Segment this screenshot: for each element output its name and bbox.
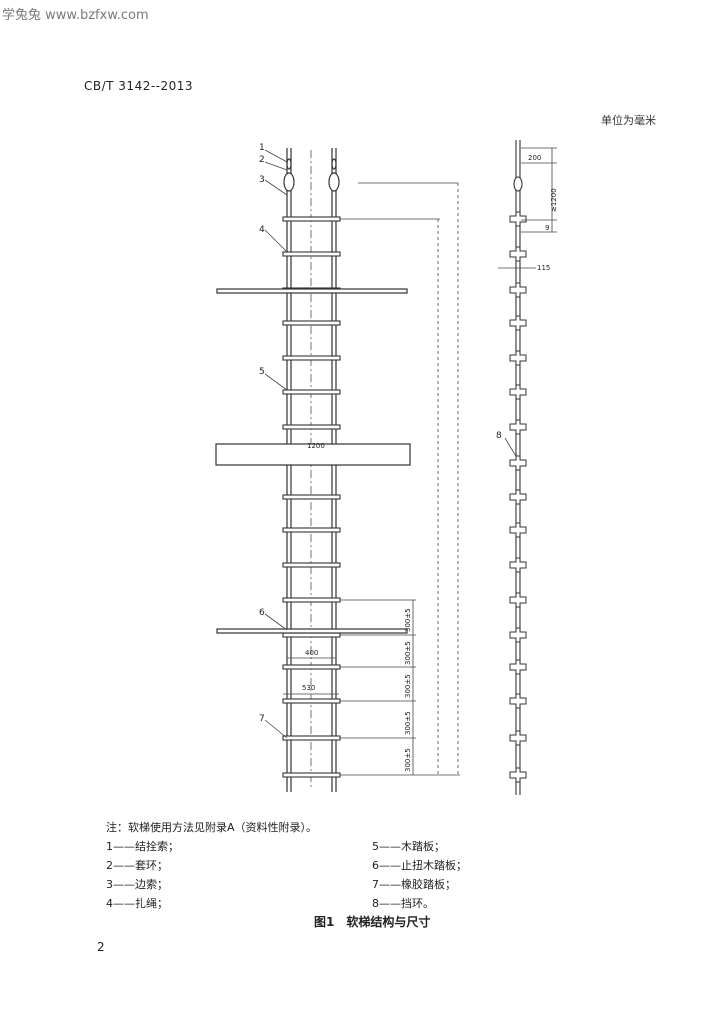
- step-5: [282, 355, 341, 361]
- step-4: [282, 320, 341, 326]
- legend-item-3: 3——边索；: [106, 878, 168, 891]
- legend-item-8: 8——挡环。: [372, 897, 434, 910]
- side-step-10: [509, 522, 527, 538]
- step-14: [282, 664, 341, 670]
- side-ropes: [286, 148, 337, 792]
- callout-3: 3: [259, 175, 265, 185]
- step-15: [282, 698, 341, 704]
- side-step-7: [509, 419, 527, 435]
- dimension-labels: 1200 400 530 300±5 300±5 300±5 300±5 300…: [302, 442, 412, 772]
- legend-item-2: 2——套环；: [106, 859, 168, 872]
- figure-note: 注：软梯使用方法见附录A（资料性附录）。: [106, 821, 318, 834]
- side-dim-top: 200: [528, 154, 541, 162]
- step-6: [282, 389, 341, 395]
- callout-7: 7: [259, 714, 265, 724]
- step-9: [282, 494, 341, 500]
- dim-pitch-1: 300±5: [404, 608, 412, 632]
- side-step-8: [509, 455, 527, 471]
- figure-caption: 图1 软梯结构与尺寸: [314, 915, 431, 929]
- dim-pitch-5: 300±5: [404, 748, 412, 772]
- legend-item-6: 6——止扭木踏板；: [372, 859, 467, 872]
- step-11: [282, 562, 341, 568]
- step-2: [282, 251, 341, 257]
- callout-numbers: 1 2 3 4 5 6 7 8: [259, 143, 502, 724]
- callout-2: 2: [259, 155, 265, 165]
- dim-pitch-2: 300±5: [404, 641, 412, 665]
- side-step-4: [509, 315, 527, 331]
- side-step-17: [509, 767, 527, 783]
- side-step-9: [509, 489, 527, 505]
- side-step-16: [509, 730, 527, 746]
- side-step-11: [509, 557, 527, 573]
- legend-item-5: 5——木踏板；: [372, 840, 445, 853]
- dim-board-width: 530: [302, 684, 315, 692]
- callout-leaders: [264, 149, 518, 739]
- side-view-steps: [509, 211, 527, 783]
- side-view-dimensions: [498, 147, 557, 269]
- callout-5: 5: [259, 367, 265, 377]
- side-step-5: [509, 350, 527, 366]
- legend-item-4: 4——扎绳；: [106, 897, 168, 910]
- callout-6: 6: [259, 608, 265, 618]
- legend-item-7: 7——橡胶踏板；: [372, 878, 456, 891]
- side-step-14: [509, 659, 527, 675]
- side-step-15: [509, 693, 527, 709]
- step-17: [282, 772, 341, 778]
- unit-note: 单位为毫米: [601, 114, 656, 127]
- side-step-12: [509, 592, 527, 608]
- side-step-1: [509, 211, 527, 227]
- step-7: [282, 424, 341, 430]
- dim-inner-width: 400: [305, 649, 318, 657]
- legend-item-1: 1——结拴索；: [106, 840, 179, 853]
- page-number: 2: [97, 940, 105, 954]
- shackle-rings: [283, 158, 340, 192]
- spreader-boards: [215, 288, 411, 634]
- side-view-labels: 200 ≥1200 9 115: [528, 154, 558, 272]
- step-10: [282, 527, 341, 533]
- side-step-13: [509, 627, 527, 643]
- step-1: [282, 216, 341, 222]
- side-step-3: [509, 282, 527, 298]
- dim-pitch-4: 300±5: [404, 711, 412, 735]
- side-step-2: [509, 246, 527, 262]
- dim-board-length: 1200: [307, 442, 325, 450]
- step-12: [282, 597, 341, 603]
- callout-8: 8: [496, 431, 502, 441]
- side-dim-step: 115: [537, 264, 550, 272]
- standard-code: CB/T 3142--2013: [84, 79, 194, 93]
- side-step-6: [509, 384, 527, 400]
- dim-pitch-3: 300±5: [404, 674, 412, 698]
- side-dim-third: 9: [545, 224, 549, 232]
- callout-1: 1: [259, 143, 265, 153]
- dimension-lines: [283, 182, 460, 776]
- watermark: 学兔兔 www.bzfxw.com: [2, 8, 149, 23]
- side-dim-second: ≥1200: [550, 188, 558, 212]
- callout-4: 4: [259, 225, 265, 235]
- step-16: [282, 735, 341, 741]
